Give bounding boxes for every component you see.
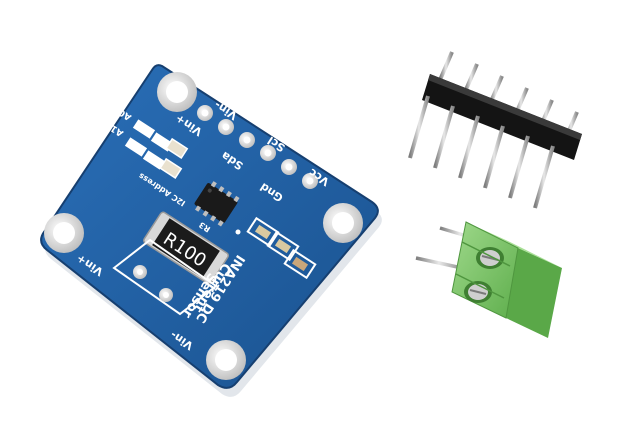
mounting-hole-top [157,72,197,112]
mounting-hole-left [44,213,84,253]
ina219-chip [194,181,240,227]
terminal-body [451,221,519,319]
screw-terminal [415,221,562,338]
header-pads [197,105,318,189]
header-pins-bottom [408,95,555,209]
mounting-hole-right [323,203,363,243]
address-jumpers [124,119,189,179]
mounting-hole-bottom [206,340,246,380]
header-body [422,74,582,160]
terminal-footprint [112,238,218,316]
pin-header [408,51,582,209]
ina219-board: Vin+ Vin- Sda Scl Gnd Vcc A0 A1 I2C Addr… [40,64,382,397]
smd-components [235,216,317,280]
